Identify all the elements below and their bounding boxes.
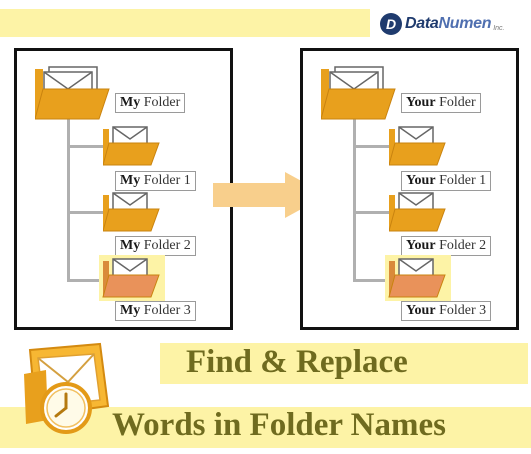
folder-label-rest: Folder 2 <box>140 238 191 253</box>
top-banner <box>0 9 370 37</box>
tree-branch-line <box>67 279 107 282</box>
folder-label-rest: Folder 2 <box>435 238 487 253</box>
folder-label-prefix: Your <box>406 173 436 188</box>
folder-label-root[interactable]: My Folder <box>115 93 186 113</box>
after-folder-tree-panel: Your Folder Your Folder 1 Your Folder 2 … <box>300 48 519 330</box>
subfolder-2-icon[interactable] <box>389 191 447 233</box>
root-folder-icon[interactable] <box>35 65 113 123</box>
folder-label-1[interactable]: My Folder 1 <box>115 171 196 191</box>
logo-text: DataNumen <box>405 15 492 33</box>
tree-branch-line <box>67 211 107 214</box>
folder-label-prefix: My <box>120 303 141 318</box>
subfolder-1-icon[interactable] <box>103 125 161 167</box>
tree-trunk-line <box>353 117 356 282</box>
folder-label-rest: Folder 3 <box>140 303 191 318</box>
folder-label-rest: Folder 3 <box>435 303 487 318</box>
tree-branch-line <box>353 211 393 214</box>
folder-label-1[interactable]: Your Folder 1 <box>401 171 492 191</box>
folder-label-rest: Folder <box>140 95 181 110</box>
folder-label-root[interactable]: Your Folder <box>401 93 481 113</box>
folder-label-prefix: My <box>120 238 141 253</box>
right-arrow-icon <box>213 172 331 223</box>
folder-label-rest: Folder 1 <box>140 173 191 188</box>
before-folder-tree-panel: My Folder My Folder 1 My Folder 2 My Fol… <box>14 48 233 330</box>
logo-inc: Inc. <box>493 24 505 32</box>
folder-label-3[interactable]: Your Folder 3 <box>401 301 492 321</box>
tree-trunk-line <box>67 117 70 282</box>
folder-label-prefix: Your <box>406 303 436 318</box>
subfolder-3-icon-highlighted[interactable] <box>99 255 165 301</box>
folder-label-rest: Folder 1 <box>435 173 487 188</box>
logo-text-suffix: Numen <box>438 15 492 32</box>
tree-branch-line <box>353 145 393 148</box>
folder-label-3[interactable]: My Folder 3 <box>115 301 196 321</box>
headline-line1-background <box>160 343 528 384</box>
subfolder-1-icon[interactable] <box>389 125 447 167</box>
folder-label-2[interactable]: Your Folder 2 <box>401 236 492 256</box>
headline-line2: Words in Folder Names <box>112 407 446 443</box>
folder-label-prefix: Your <box>406 95 436 110</box>
folder-label-prefix: My <box>120 173 141 188</box>
folder-label-prefix: Your <box>406 238 436 253</box>
folder-label-rest: Folder <box>435 95 476 110</box>
folder-label-2[interactable]: My Folder 2 <box>115 236 196 256</box>
tree-branch-line <box>67 145 107 148</box>
subfolder-2-icon[interactable] <box>103 191 161 233</box>
tree-branch-line <box>353 279 393 282</box>
outlook-clock-icon <box>20 340 116 445</box>
root-folder-icon[interactable] <box>321 65 399 123</box>
folder-label-prefix: My <box>120 95 141 110</box>
datanumen-logo: D DataNumen Inc. <box>380 10 525 38</box>
headline-line1: Find & Replace <box>186 344 408 380</box>
subfolder-3-icon-highlighted[interactable] <box>385 255 451 301</box>
logo-text-prefix: Data <box>405 15 439 32</box>
logo-mark-icon: D <box>380 13 402 35</box>
